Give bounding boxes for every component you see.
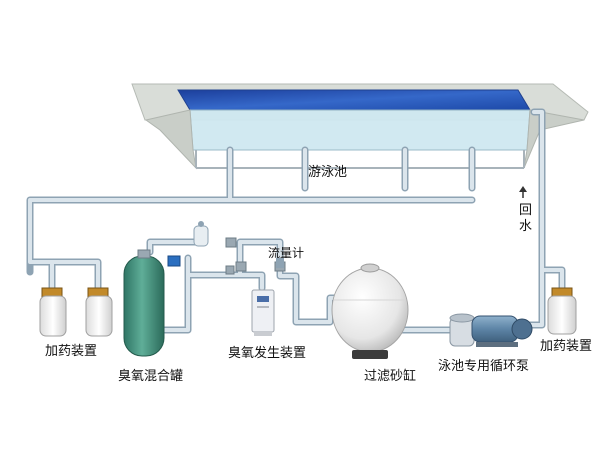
pool-water-surface xyxy=(178,90,530,110)
dosing-right-label: 加药装置 xyxy=(540,339,592,354)
circulation-pump xyxy=(450,314,532,347)
pool-water-side xyxy=(190,110,530,150)
pool-label: 游泳池 xyxy=(308,165,347,180)
dosing-unit-left xyxy=(40,288,112,336)
pool-wall-right xyxy=(524,110,584,168)
ozone-generator-label: 臭氧发生装置 xyxy=(228,345,306,361)
sand-filter-label: 过滤砂缸 xyxy=(364,368,416,384)
return-water-label-2: 水 xyxy=(519,219,532,234)
return-arrow-icon xyxy=(519,186,527,198)
dosing-unit-right xyxy=(548,288,576,334)
dosing-left-label: 加药装置 xyxy=(45,344,97,359)
swimming-pool xyxy=(132,84,588,168)
circulation-pump-label: 泳池专用循环泵 xyxy=(438,359,529,374)
mixing-tank-label: 臭氧混合罐 xyxy=(118,369,183,384)
check-valve-icon xyxy=(194,221,208,246)
return-water-label-1: 回 xyxy=(519,203,532,218)
flow-meter-label: 流量计 xyxy=(268,246,304,260)
pool-wall-left xyxy=(146,110,196,168)
ozone-mixing-tank xyxy=(124,250,164,356)
ozone-generator xyxy=(252,290,274,336)
sand-filter xyxy=(332,264,408,359)
